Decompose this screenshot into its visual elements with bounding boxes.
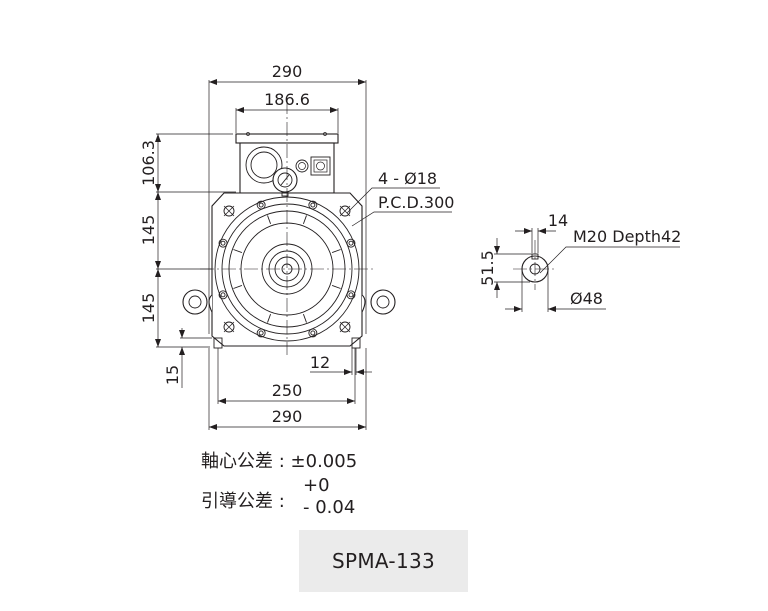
callout-thread: M20 Depth42 <box>573 227 681 246</box>
shaft-end-view: 14 51.5 M20 Depth42 Ø48 <box>478 211 681 312</box>
cable-gland-icon <box>245 146 283 184</box>
fan-rib <box>267 313 272 323</box>
bolt-hole <box>220 292 226 298</box>
motor-flange <box>211 192 363 347</box>
dim-250: 250 <box>272 381 303 400</box>
bolt-hole <box>348 292 354 298</box>
bolt-hole <box>346 290 356 300</box>
dim-186-6: 186.6 <box>264 90 310 109</box>
dim-15: 15 <box>163 365 182 385</box>
bolt-hole <box>310 330 316 336</box>
model-name: SPMA-133 <box>331 549 436 573</box>
fan-rib <box>267 215 272 225</box>
bolt-hole <box>218 238 228 248</box>
model-name-box: SPMA-133 <box>299 530 468 592</box>
dim-106-3: 106.3 <box>139 140 158 186</box>
bolt-hole <box>220 240 226 246</box>
dim-145-lower: 145 <box>139 293 158 324</box>
bolt-hole <box>256 200 266 210</box>
connector-icon <box>310 156 331 176</box>
fan-rib <box>302 215 307 225</box>
bolt-hole <box>218 290 228 300</box>
dim-14: 14 <box>548 211 568 230</box>
bolt-hole <box>258 330 264 336</box>
shaft-tolerance-value: ±0.005 <box>290 451 358 472</box>
motor-front-view <box>182 100 396 355</box>
fan-rib <box>233 284 243 289</box>
lifting-eye-left <box>182 289 208 315</box>
mounting-hole <box>339 321 351 333</box>
mounting-holes <box>223 205 351 333</box>
dim-290-top: 290 <box>272 62 303 81</box>
fan-ribs <box>233 215 341 323</box>
mounting-hole-cross <box>223 321 235 333</box>
callout-holes: 4 - Ø18 <box>378 169 437 188</box>
dim-51-5: 51.5 <box>478 250 497 286</box>
mounting-hole-cross <box>339 321 351 333</box>
bolt-hole <box>256 328 266 338</box>
fan-rib <box>331 284 341 289</box>
dim-290-bottom: 290 <box>272 407 303 426</box>
fan-rib <box>233 249 243 254</box>
dim-diameter-48: Ø48 <box>570 289 603 308</box>
dim-145-upper: 145 <box>139 215 158 246</box>
guide-tolerance-lower: - 0.04 <box>303 497 356 518</box>
shaft-tolerance: 軸心公差 : ±0.005 <box>201 447 357 473</box>
bolt-holes <box>218 200 356 338</box>
bolt-hole <box>308 328 318 338</box>
front-dimensions: 290 186.6 106.3 145 145 15 12 250 <box>139 62 454 430</box>
fan-rib <box>302 313 307 323</box>
shaft-tolerance-label: 軸心公差 : <box>201 451 285 472</box>
lifting-eye-right <box>370 289 396 315</box>
mounting-hole <box>223 205 235 217</box>
bolt-hole <box>346 238 356 248</box>
bolt-hole <box>348 240 354 246</box>
guide-tolerance-upper: +0 <box>303 475 330 496</box>
bolt-hole <box>308 200 318 210</box>
callout-pcd: P.C.D.300 <box>378 193 454 212</box>
guide-tolerance-values: +0 - 0.04 <box>303 475 355 519</box>
mounting-hole-cross <box>339 205 351 217</box>
mounting-hole <box>223 321 235 333</box>
mounting-hole <box>339 205 351 217</box>
fan-rib <box>331 249 341 254</box>
bolt-hole <box>258 202 264 208</box>
guide-tolerance-label: 引導公差 : <box>201 491 285 512</box>
bolt-hole <box>310 202 316 208</box>
dim-12: 12 <box>310 353 330 372</box>
mounting-hole-cross <box>223 205 235 217</box>
